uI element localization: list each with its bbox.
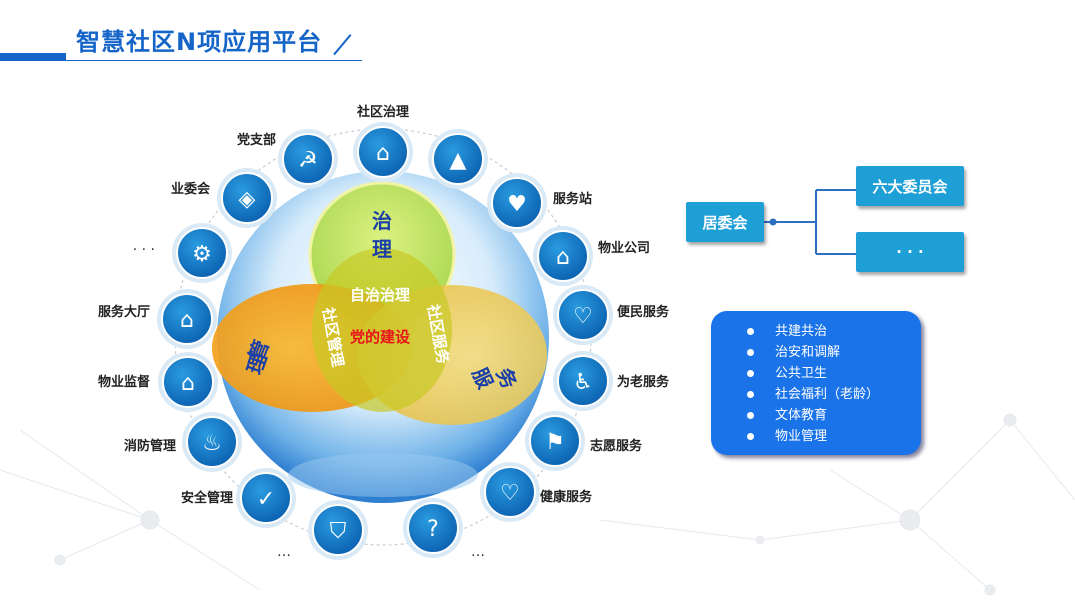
- org-connectors: [764, 189, 856, 255]
- node-circle: [162, 356, 214, 408]
- node-circle: [221, 172, 273, 224]
- network-background: [0, 413, 1075, 596]
- elderly-person-icon: ♿: [573, 370, 593, 395]
- responsibilities-list: 共建共治 治安和调解 公共卫生 社会福利（老龄） 文体教育 物业管理: [711, 311, 921, 447]
- heartbeat-icon: ♡: [500, 481, 520, 506]
- node-circle: [176, 227, 228, 279]
- question-icon: ?: [427, 517, 439, 542]
- ring-node-label: …: [471, 544, 485, 560]
- ring-node-label: 服务站: [553, 191, 592, 206]
- ring-node-label: 健康服务: [540, 489, 593, 504]
- list-item: 共建共治: [747, 321, 921, 342]
- ring-node-label: · · ·: [133, 242, 155, 258]
- ring-node[interactable]: ⚙ · · ·: [133, 223, 232, 283]
- list-item: 文体教育: [747, 405, 921, 426]
- ring-node[interactable]: ⌂ 服务大厅: [98, 289, 217, 349]
- node-circle: [186, 416, 238, 468]
- ring-node-label: 服务大厅: [98, 304, 150, 319]
- ring-node[interactable]: ⛉…: [277, 500, 368, 560]
- node-circle: [407, 502, 459, 554]
- list-item: 社会福利（老龄）: [747, 384, 921, 405]
- gears-icon: ⚙: [192, 242, 212, 267]
- ring-node[interactable]: ♨ 消防管理: [124, 412, 242, 472]
- ring-node-label: 为老服务: [617, 374, 670, 389]
- list-item: 物业管理: [747, 426, 921, 447]
- node-circle: [491, 177, 543, 229]
- node-circle: [240, 472, 292, 524]
- inner-top-label: 自治治理: [350, 286, 410, 304]
- shield-icon: ⛉: [330, 519, 347, 544]
- node-circle: [557, 355, 609, 407]
- hands-heart-icon: ♥: [507, 192, 527, 217]
- node-circle: [484, 466, 536, 518]
- more-committees-box[interactable]: · · ·: [856, 232, 964, 272]
- ring-node[interactable]: ⌂ 物业公司: [533, 226, 650, 286]
- house-heart-icon: ⌂: [376, 141, 390, 166]
- ring-node[interactable]: ⌂ 物业监督: [98, 352, 218, 412]
- party-people-icon: ☭: [298, 148, 318, 173]
- flag-icon: ⚑: [545, 430, 565, 455]
- title-accent-bar: [0, 53, 66, 61]
- venn-overlap: [312, 248, 452, 412]
- shield-check-icon: ✓: [257, 487, 275, 512]
- ring-node-label: 社区治理: [356, 104, 409, 119]
- ring-node[interactable]: ?…: [403, 498, 485, 560]
- ring-node-label: 志愿服务: [590, 438, 643, 453]
- ring-node[interactable]: ▲: [428, 129, 488, 189]
- ring-node[interactable]: ✓ 安全管理: [181, 468, 296, 528]
- ring-node-label: 安全管理: [181, 490, 233, 505]
- node-circle: [537, 230, 589, 282]
- house-wrench-icon: ⌂: [556, 245, 570, 270]
- node-circle: [529, 415, 581, 467]
- list-item: 公共卫生: [747, 363, 921, 384]
- sphere-reflection: [288, 453, 478, 497]
- node-circle: [161, 293, 213, 345]
- six-committees-box[interactable]: 六大委员会: [856, 166, 964, 206]
- ring-node-label: 党支部: [237, 132, 276, 147]
- traffic-cone-icon: ▲: [450, 148, 467, 173]
- center-top-char2: 理: [372, 237, 392, 261]
- list-item: 治安和调解: [747, 342, 921, 363]
- residents-committee-box[interactable]: 居委会: [686, 202, 764, 242]
- node-circle: [282, 133, 334, 185]
- center-top-char1: 治: [372, 209, 392, 233]
- ring-node[interactable]: ⚑ 志愿服务: [525, 411, 643, 471]
- page-title: 智慧社区N项应用平台: [76, 28, 323, 56]
- flame-icon: ♨: [202, 431, 222, 456]
- node-circle: [357, 126, 409, 178]
- ring-node[interactable]: ⌂ 社区治理: [353, 104, 413, 182]
- ring-node[interactable]: ☭ 党支部: [237, 129, 338, 189]
- house-chat-icon: ⌂: [181, 371, 195, 396]
- ring-node-label: …: [277, 544, 291, 560]
- ring-node-label: 便民服务: [617, 304, 670, 319]
- ring-node-label: 业委会: [171, 181, 211, 196]
- responsibilities-panel: 共建共治 治安和调解 公共卫生 社会福利（老龄） 文体教育 物业管理: [711, 311, 921, 455]
- node-circle: [557, 289, 609, 341]
- node-circle: [312, 504, 364, 556]
- heart-icon: ♡: [573, 304, 593, 329]
- bank-icon: ⌂: [180, 308, 194, 333]
- org-connector-dot: [769, 218, 777, 226]
- ring-node[interactable]: ♡ 便民服务: [553, 285, 670, 345]
- ring-node[interactable]: ◈ 业委会: [171, 168, 277, 228]
- title-underline: [66, 60, 362, 61]
- ring-node[interactable]: ♡ 健康服务: [480, 462, 593, 522]
- node-circle: [432, 133, 484, 185]
- ring-node[interactable]: ♿ 为老服务: [553, 351, 670, 411]
- ring-node-label: 消防管理: [124, 438, 176, 453]
- building-icon: ◈: [239, 187, 256, 212]
- ring-node-label: 物业监督: [98, 374, 150, 389]
- ring-node[interactable]: ♥ 服务站: [487, 173, 592, 233]
- core-label: 党的建设: [350, 328, 410, 346]
- ring-node-label: 物业公司: [598, 240, 650, 255]
